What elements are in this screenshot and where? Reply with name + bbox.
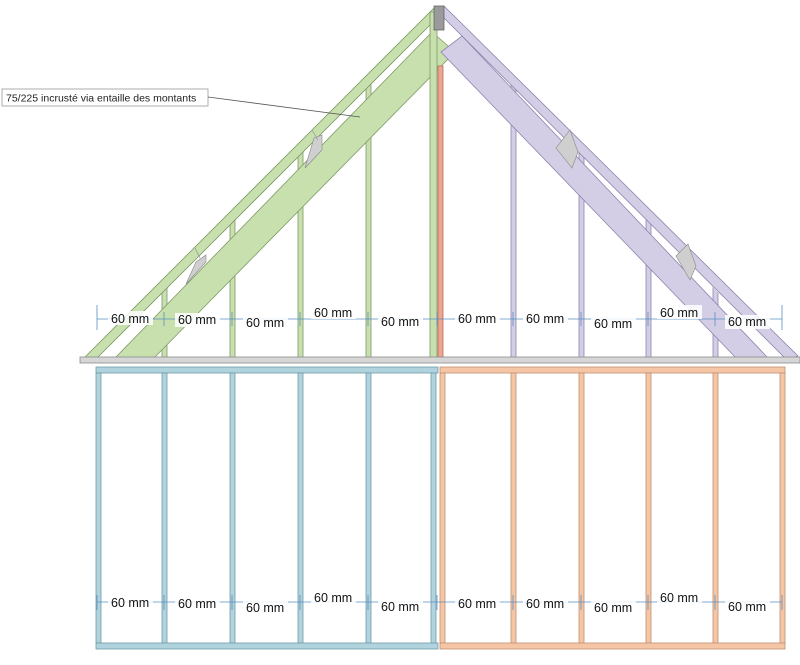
left-gable-frame (83, 5, 456, 361)
left-wall-frame (95, 372, 439, 650)
dimension-label: 60 mm (728, 600, 766, 614)
dimension-label: 60 mm (111, 596, 149, 610)
wall-stud (645, 372, 652, 644)
dimension-label: 60 mm (526, 597, 564, 611)
wall-stud (365, 372, 372, 644)
dimension-label: 60 mm (526, 312, 564, 326)
wall-stud (161, 372, 168, 644)
left-center-post (429, 11, 438, 361)
callout-label: 75/225 incrusté via entaille des montant… (6, 93, 196, 105)
wall-stud (297, 372, 304, 644)
brace-callout: 75/225 incrusté via entaille des montant… (1, 88, 361, 118)
top-plate-wall-right (439, 366, 786, 374)
dimension-label: 60 mm (314, 591, 352, 605)
dimension-label: 60 mm (178, 597, 216, 611)
gusset-block (185, 254, 207, 285)
dimension-label: 60 mm (381, 315, 419, 329)
wall-stud (430, 372, 437, 644)
wall-stud (712, 372, 719, 644)
wall-stud (229, 372, 236, 644)
right-rake-plate (439, 5, 799, 361)
upper-dimension-labels: 60 mm 60 mm 60 mm 60 mm 60 mm 60 mm 60 m… (108, 305, 770, 331)
ridge-cap (433, 5, 445, 31)
right-gable-frame (433, 5, 799, 363)
dimension-label: 60 mm (458, 312, 496, 326)
gusset-block (304, 134, 323, 169)
dimension-label: 60 mm (381, 600, 419, 614)
dimension-label: 60 mm (458, 597, 496, 611)
wall-stud (578, 372, 585, 644)
dimension-label: 60 mm (660, 591, 698, 605)
dimension-label: 60 mm (594, 601, 632, 615)
dimension-label: 60 mm (314, 306, 352, 320)
gable-stud (578, 59, 585, 358)
center-post-red (437, 65, 444, 363)
callout-leader (207, 96, 361, 118)
bottom-plate-right (439, 642, 786, 650)
wall-stud (439, 372, 446, 644)
gusset-block (555, 129, 579, 169)
dimension-label: 60 mm (660, 306, 698, 320)
floor-plate-gable (79, 356, 800, 364)
dimension-label: 60 mm (178, 313, 216, 327)
top-plate-wall-left (95, 366, 439, 374)
dimension-label: 60 mm (728, 315, 766, 329)
dimension-label: 60 mm (246, 601, 284, 615)
left-diagonal-brace (114, 31, 456, 361)
gusset-block (675, 243, 697, 281)
callout-box (1, 88, 209, 107)
left-rake-plate (83, 5, 442, 361)
dimension-label: 60 mm (594, 317, 632, 331)
lower-dimension-labels: 60 mm 60 mm 60 mm 60 mm 60 mm 60 mm 60 m… (108, 590, 770, 615)
dimension-label: 60 mm (111, 312, 149, 326)
bottom-plate-left (95, 642, 439, 650)
wall-stud (510, 372, 517, 644)
right-wall-frame (439, 372, 786, 650)
wall-stud (779, 372, 786, 644)
dimension-label: 60 mm (246, 316, 284, 330)
